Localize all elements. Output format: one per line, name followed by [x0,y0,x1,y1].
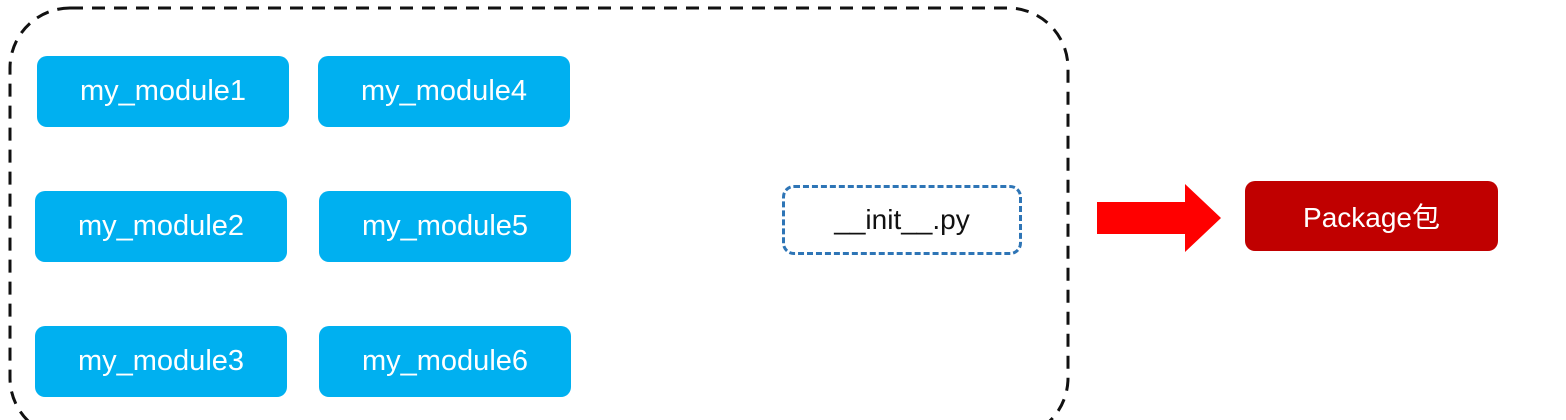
module-box-5: my_module5 [319,191,571,262]
init-file-box: __init__.py [782,185,1022,255]
package-label: Package包 [1303,202,1440,233]
module-label: my_module2 [77,210,245,242]
module-box-2: my_module2 [35,191,287,262]
module-label: my_module4 [360,75,528,107]
module-box-3: my_module3 [35,326,287,397]
init-file-label: __init__.py [834,204,970,235]
package-box: Package包 [1245,181,1498,251]
module-label: my_module5 [361,210,529,242]
right-arrow-icon [1097,184,1221,252]
module-label: my_module1 [79,75,247,107]
module-box-6: my_module6 [319,326,571,397]
module-label: my_module6 [361,345,529,377]
module-label: my_module3 [77,345,245,377]
module-box-1: my_module1 [37,56,289,127]
module-box-4: my_module4 [318,56,570,127]
